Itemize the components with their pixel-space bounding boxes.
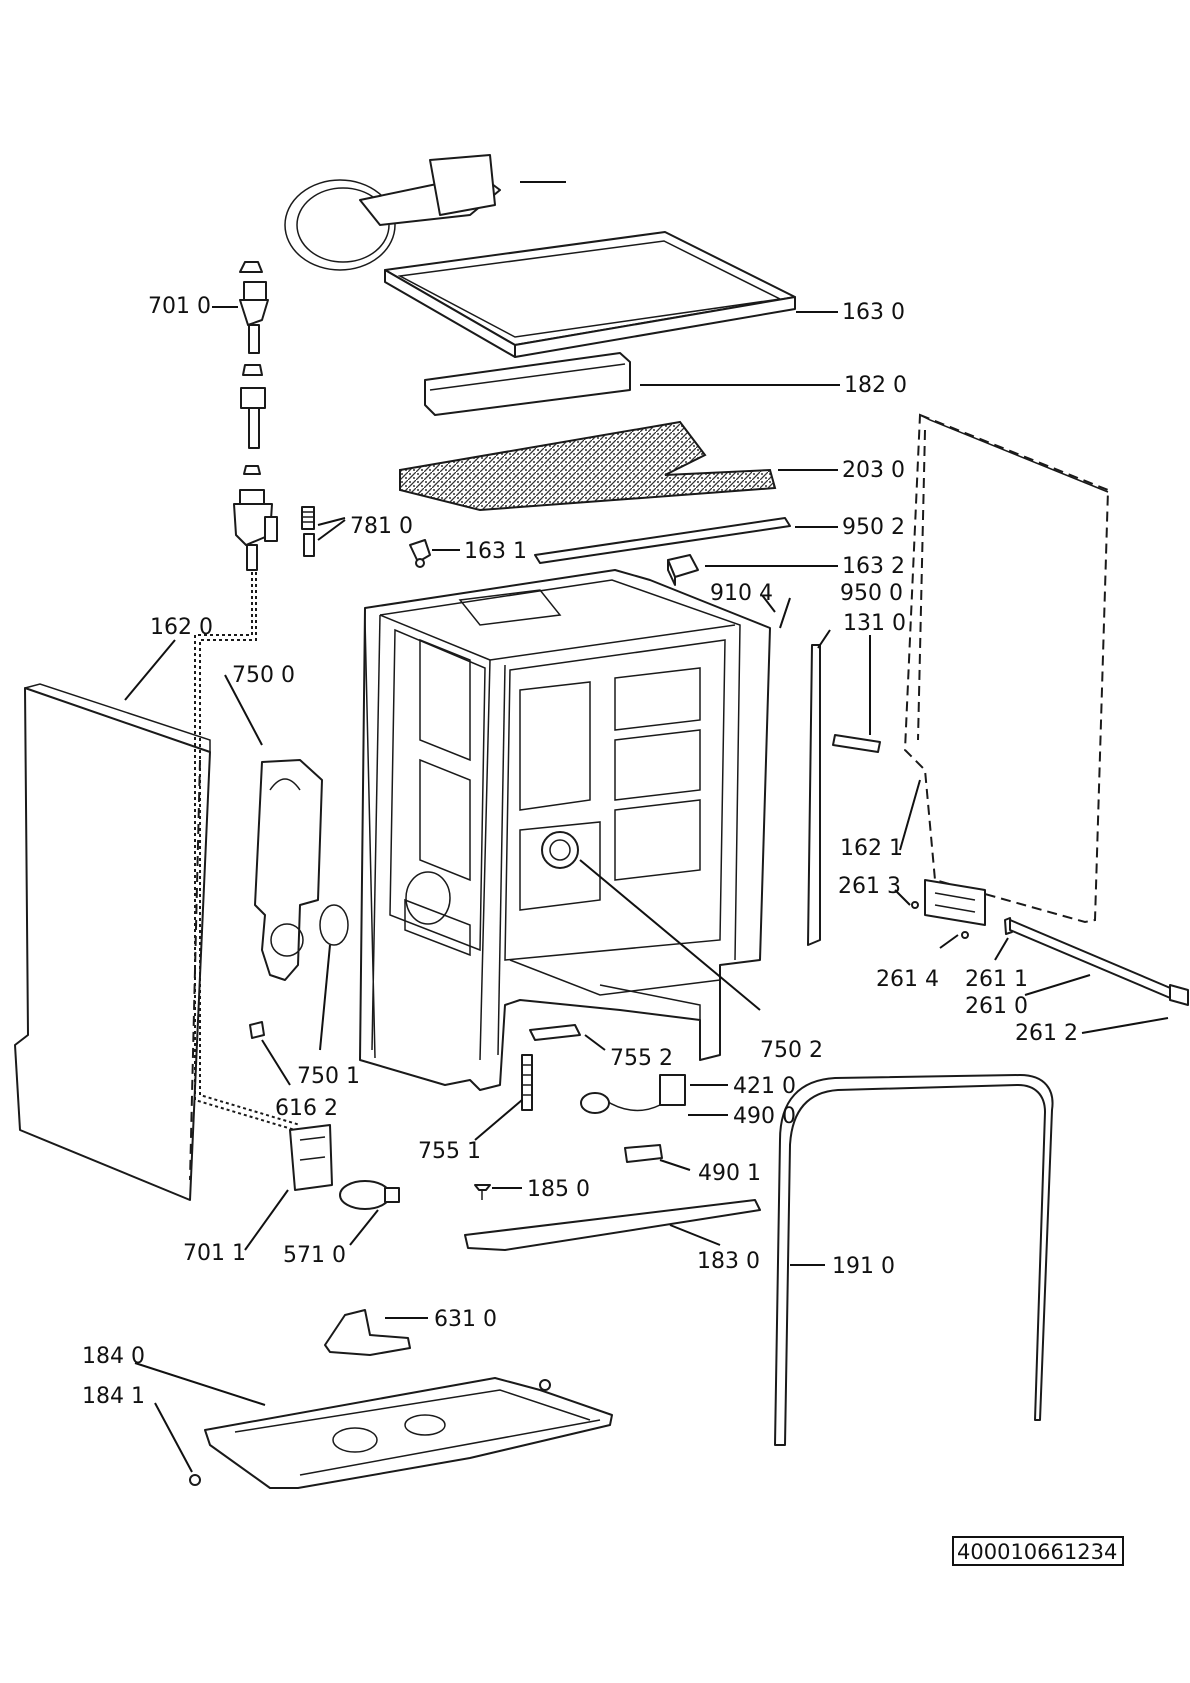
- label-2613: 261 3: [838, 874, 901, 899]
- leader-7500: [224, 674, 263, 746]
- document-number: 400010661234: [957, 1540, 1117, 1564]
- tub-frame-part: [359, 569, 771, 1091]
- base-1840-part: [189, 1377, 613, 1489]
- label-1621: 162 1: [840, 836, 903, 861]
- label-1632: 163 2: [842, 554, 905, 579]
- float-6310-part: [324, 1309, 411, 1356]
- label-1310: 131 0: [843, 611, 906, 636]
- label-1910: 191 0: [832, 1254, 895, 1279]
- left-side-panel-part: [14, 683, 211, 1201]
- label-9500: 950 0: [840, 581, 903, 606]
- leader-7551: [474, 1099, 523, 1141]
- sensor-4210-part: [580, 1074, 686, 1114]
- door-seal-1910-part: [774, 1074, 1054, 1446]
- insulation-mat-part: [399, 420, 777, 512]
- label-7500: 750 0: [232, 663, 295, 688]
- leader-9500: [817, 629, 831, 649]
- part-4901: [624, 1144, 663, 1163]
- label-2611: 261 1: [965, 967, 1028, 992]
- right-side-panel-part: [903, 413, 1110, 924]
- label-2614: 261 4: [876, 967, 939, 992]
- leader-1840: [134, 1362, 266, 1406]
- backplate-7500-part: [254, 759, 349, 981]
- leader-9104a: [761, 594, 776, 613]
- label-1820: 182 0: [844, 373, 907, 398]
- worktop-part: [384, 231, 796, 358]
- label-2610: 261 0: [965, 994, 1028, 1019]
- part-1310: [832, 734, 881, 753]
- label-7552: 755 2: [610, 1046, 673, 1071]
- label-7010: 701 0: [148, 294, 211, 319]
- strip-9500-part: [807, 644, 821, 946]
- springs-7810-part: [301, 506, 315, 557]
- clip-7552-part: [529, 1024, 581, 1041]
- label-7810: 781 0: [350, 514, 413, 539]
- leader-7011: [244, 1189, 289, 1251]
- front-strip-part: [424, 352, 631, 416]
- leader-7810a: [317, 517, 346, 526]
- label-2612: 261 2: [1015, 1021, 1078, 1046]
- label-1620: 162 0: [150, 615, 213, 640]
- leader-2614: [939, 934, 959, 949]
- label-6310: 631 0: [434, 1307, 497, 1332]
- label-1830: 183 0: [697, 1249, 760, 1274]
- leader-5710: [349, 1209, 379, 1246]
- label-5710: 571 0: [283, 1243, 346, 1268]
- label-4210: 421 0: [733, 1074, 796, 1099]
- rail-assembly-261-part: [911, 879, 1189, 1006]
- part-labels: 701 0 163 0 182 0 203 0 781 0 950 2 163 …: [82, 294, 1078, 1409]
- label-7501: 750 1: [297, 1064, 360, 1089]
- label-1630: 163 0: [842, 300, 905, 325]
- leader-2611: [994, 937, 1009, 961]
- leader-7501: [319, 944, 331, 1051]
- label-7551: 755 1: [418, 1139, 481, 1164]
- label-9502: 950 2: [842, 515, 905, 540]
- clip-1631-part: [409, 539, 431, 568]
- leader-7552: [584, 1034, 606, 1051]
- toe-kick-1830-part: [464, 1199, 761, 1251]
- label-7011: 701 1: [183, 1241, 246, 1266]
- leader-9104b: [779, 597, 791, 629]
- clip-7551-part: [521, 1054, 533, 1111]
- label-1840: 184 0: [82, 1344, 145, 1369]
- label-1850: 185 0: [527, 1177, 590, 1202]
- screw-1850-part: [474, 1184, 491, 1200]
- inlet-hose-part: [284, 154, 566, 271]
- leader-1830: [669, 1224, 721, 1246]
- label-1631: 163 1: [464, 539, 527, 564]
- label-9104: 910 4: [710, 581, 773, 606]
- leader-2612: [1081, 1017, 1169, 1034]
- pump-5710-part: [339, 1180, 400, 1210]
- document-number-box: 400010661234: [952, 1536, 1124, 1566]
- part-6162: [249, 1021, 265, 1039]
- label-4901: 490 1: [698, 1161, 761, 1186]
- bracket-1632-part: [667, 554, 699, 586]
- label-6162: 616 2: [275, 1096, 338, 1121]
- leader-7810b: [317, 519, 346, 541]
- leader-1621: [899, 779, 921, 851]
- label-1841: 184 1: [82, 1384, 145, 1409]
- label-4900: 490 0: [733, 1104, 796, 1129]
- leader-2610: [1024, 974, 1091, 996]
- leader-2613: [894, 889, 911, 906]
- leader-6162: [261, 1039, 291, 1086]
- leader-4901: [659, 1159, 691, 1171]
- leader-7502: [579, 859, 761, 1011]
- strip-9502-part: [534, 517, 791, 564]
- leader-1841: [154, 1402, 193, 1473]
- inlet-valve-7010-part: [194, 261, 301, 1131]
- hinge-7011-part: [289, 1124, 333, 1191]
- label-7502: 750 2: [760, 1038, 823, 1063]
- leader-1620: [124, 639, 176, 701]
- label-2030: 203 0: [842, 458, 905, 483]
